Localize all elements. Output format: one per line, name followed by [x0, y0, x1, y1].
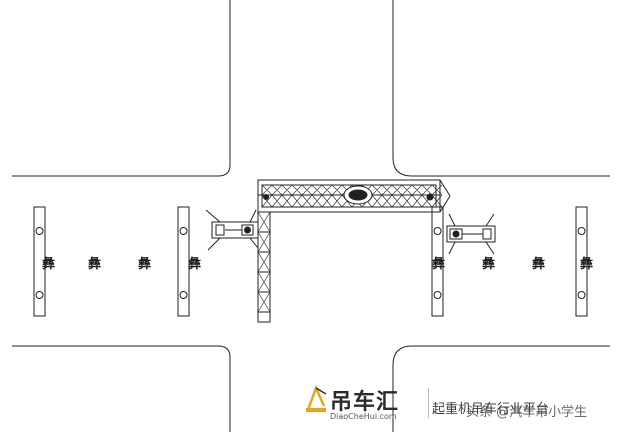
road-edge-top-left	[12, 0, 231, 177]
road-edge-bottom-right	[392, 345, 610, 432]
author-credit: 头条 @汽车吊小学生	[466, 404, 587, 420]
crosswalk-glyph: 彝	[88, 256, 101, 272]
road-edge-top-right	[392, 0, 610, 177]
crane-left	[205, 209, 259, 251]
gantry-frame	[257, 179, 451, 323]
island-3	[431, 206, 444, 317]
crosswalk-glyph: 彝	[138, 256, 151, 272]
crosswalk-glyph: 彝	[432, 256, 445, 272]
crosswalk-glyph: 彝	[42, 256, 55, 272]
crosswalk-glyph: 彝	[532, 256, 545, 272]
brand-url: DiaoCheHui.com	[330, 412, 397, 421]
crane-logo-icon	[306, 384, 327, 412]
crosswalk-markings: 彝 彝 彝 彝 彝 彝 彝 彝	[42, 256, 593, 272]
island-4	[575, 206, 588, 317]
brand-name: 吊车汇	[330, 390, 400, 415]
island-1	[33, 206, 46, 317]
watermark-divider	[428, 388, 429, 418]
crosswalk-glyph: 彝	[580, 256, 593, 272]
crosswalk-glyph: 彝	[188, 256, 201, 272]
crosswalk-glyph: 彝	[482, 256, 495, 272]
brand-slogan: 起重机吊车行业平台	[432, 402, 550, 417]
crane-right	[446, 213, 496, 255]
island-2	[177, 206, 190, 317]
road-edge-bottom-left	[12, 345, 231, 432]
watermark: 吊车汇 DiaoCheHui.com 起重机吊车行业平台	[300, 382, 636, 426]
